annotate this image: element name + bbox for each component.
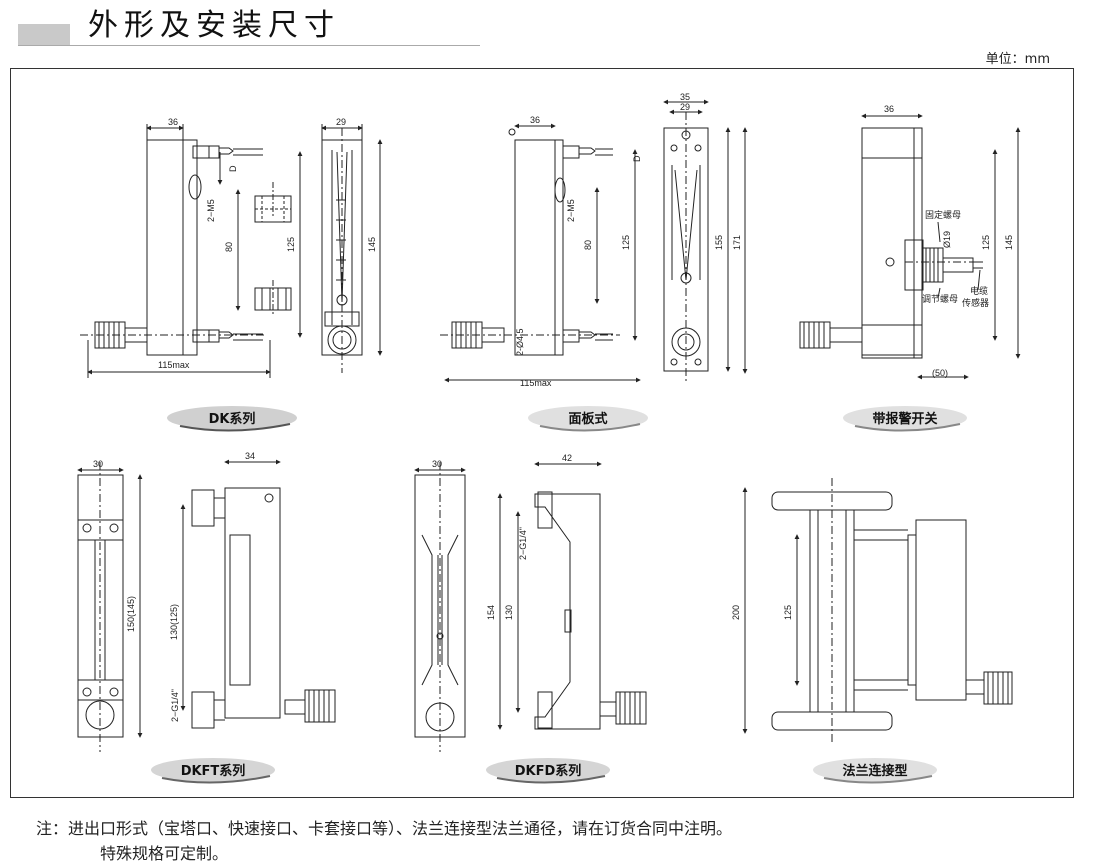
panel-dim-125: 125	[621, 235, 631, 250]
dkfd-dim-42: 42	[562, 453, 572, 463]
alarm-dimensions	[861, 113, 1021, 380]
alarm-dim-36: 36	[884, 104, 894, 114]
note-line-1: 注：进出口形式（宝塔口、快速接口、卡套接口等）、法兰连接型法兰通径，请在订货合同…	[36, 819, 733, 838]
flange-dimensions	[742, 487, 800, 734]
drawing-frame	[10, 68, 1074, 798]
flange-dim-125: 125	[783, 605, 793, 620]
panel-dim-36: 36	[530, 115, 540, 125]
pill-flange-label: 法兰连接型	[842, 763, 907, 779]
dkft-dim-34: 34	[245, 451, 255, 461]
alarm-callout-fixed-nut: 固定螺母	[925, 209, 961, 221]
alarm-switch-view	[799, 127, 983, 359]
dkft-dimensions	[77, 459, 281, 738]
dk-front-view	[321, 128, 363, 373]
alarm-dim-125: 125	[981, 235, 991, 250]
dk-side-view	[80, 139, 265, 356]
dkft-dim-g14: 2−G1/4"	[170, 689, 180, 722]
flange-dim-200: 200	[731, 605, 741, 620]
dkfd-front-view	[414, 462, 466, 752]
panel-dim-d: D	[632, 155, 642, 162]
dk-dim-125: 125	[286, 237, 296, 252]
pill-dkfd: DKFD系列	[486, 758, 610, 784]
header-rule	[18, 45, 480, 46]
pill-dk-label: DK系列	[209, 411, 256, 427]
dkfd-dim-154: 154	[486, 605, 496, 620]
panel-dim-35: 35	[680, 92, 690, 102]
alarm-dim-phi19: Ø19	[942, 231, 952, 248]
dkfd-side-view	[534, 491, 647, 730]
panel-dimensions	[444, 99, 748, 383]
dkfd-dim-30: 30	[432, 459, 442, 469]
dk-fittings	[254, 182, 292, 316]
dk-dim-29: 29	[336, 117, 346, 127]
dk-dimensions	[87, 124, 383, 378]
alarm-dim-145: 145	[1004, 235, 1014, 250]
dk-dim-145: 145	[367, 237, 377, 252]
pill-dkft-label: DKFT系列	[181, 763, 246, 779]
pill-panel-label: 面板式	[568, 411, 607, 427]
pill-alarm-label: 带报警开关	[872, 411, 937, 427]
dkft-dim-150: 150(145)	[126, 596, 136, 632]
flange-view	[771, 478, 1013, 742]
alarm-callout-sensor: 传感器	[962, 297, 989, 309]
dk-dim-36: 36	[168, 117, 178, 127]
dk-dim-m5: 2−M5	[206, 199, 216, 222]
panel-dim-29: 29	[680, 102, 690, 112]
dkft-dim-130: 130(125)	[169, 604, 179, 640]
panel-side-view	[440, 128, 620, 356]
dkfd-dim-g14: 2−G1/4"	[518, 527, 528, 560]
pill-dk: DK系列	[167, 406, 297, 432]
alarm-callout-cable: 电缆	[970, 285, 988, 297]
unit-label: 单位：mm	[985, 52, 1050, 67]
panel-dim-171: 171	[732, 235, 742, 250]
dkfd-dimensions	[414, 461, 602, 730]
pill-dkft: DKFT系列	[151, 758, 275, 784]
dkft-front-view	[77, 462, 124, 752]
panel-dim-80: 80	[583, 240, 593, 250]
panel-dim-phi45: 2-Ø4.5	[515, 328, 525, 356]
header-block	[18, 24, 70, 46]
panel-dim-155: 155	[714, 235, 724, 250]
panel-dim-115max: 115max	[520, 378, 552, 388]
pill-dkfd-label: DKFD系列	[515, 763, 582, 779]
alarm-callout-adjust-nut: 调节螺母	[922, 294, 958, 305]
dk-dim-80: 80	[224, 242, 234, 252]
dk-dim-115max: 115max	[158, 360, 190, 370]
dk-dim-d: D	[228, 165, 238, 172]
dkft-side-view	[191, 487, 336, 729]
pill-alarm: 带报警开关	[843, 406, 967, 432]
dkft-dim-30: 30	[93, 459, 103, 469]
panel-dim-m5: 2−M5	[566, 199, 576, 222]
panel-front-view	[663, 112, 709, 382]
dkfd-dim-130: 130	[504, 605, 514, 620]
alarm-dim-50: (50)	[932, 368, 948, 378]
page-title: 外形及安装尺寸	[88, 8, 340, 43]
note-line-2: 特殊规格可定制。	[100, 844, 229, 863]
pill-flange: 法兰连接型	[813, 758, 937, 784]
pill-panel: 面板式	[528, 406, 648, 432]
